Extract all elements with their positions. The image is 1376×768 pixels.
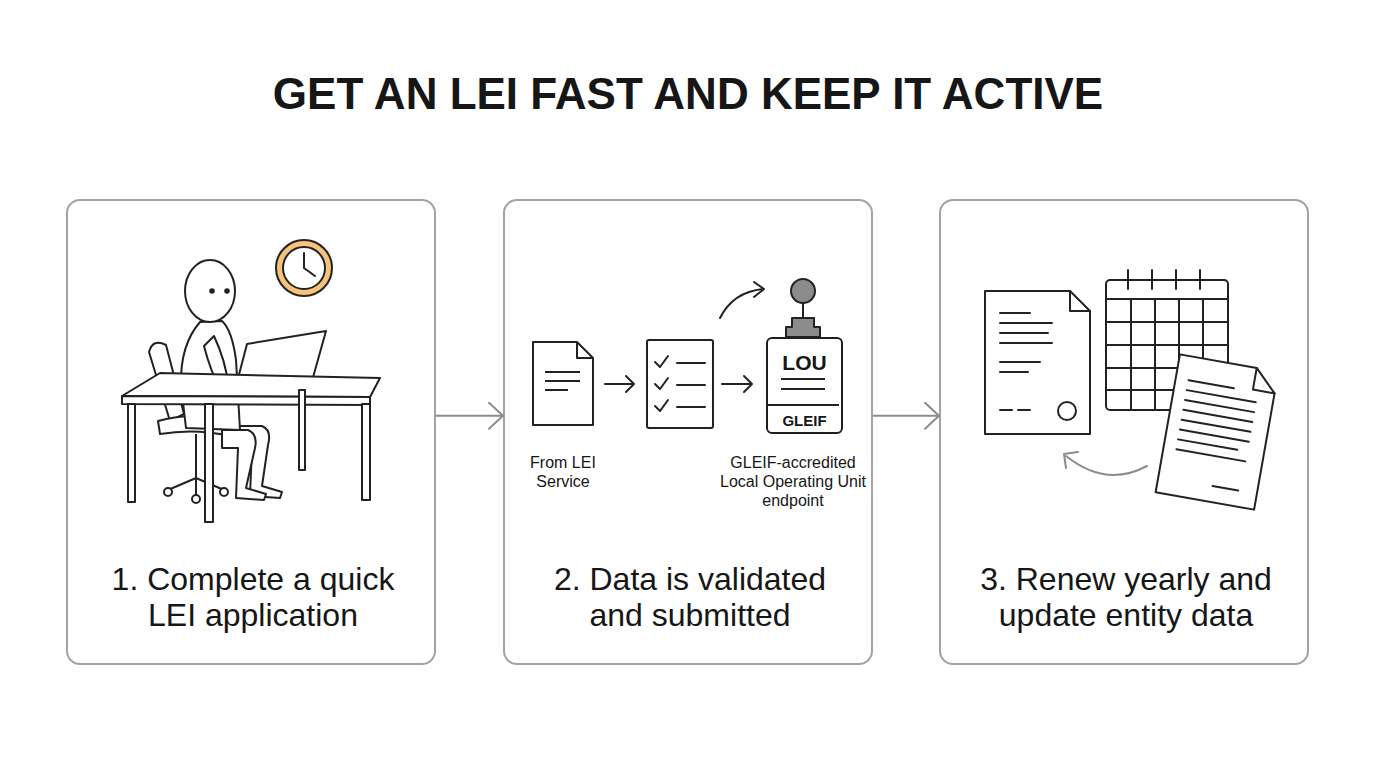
badge-pin (791, 279, 815, 303)
step-caption: 3. Renew yearly and update entity data (966, 561, 1286, 633)
badge-subtext: GLEIF (768, 413, 841, 428)
office-chair (168, 434, 224, 497)
desk (122, 373, 380, 522)
endpoint-label: GLEIF-accredited Local Operating Unit en… (718, 453, 868, 510)
badge-pin (786, 318, 820, 337)
desk (299, 390, 305, 470)
checklist-icon (655, 356, 705, 367)
updated-document (1253, 368, 1278, 393)
office-chair (164, 488, 172, 496)
desk (122, 373, 380, 397)
desk (122, 396, 370, 405)
diagram-title: GET AN LEI FAST AND KEEP IT ACTIVE (0, 68, 1376, 120)
desk (128, 404, 135, 502)
clock-icon (276, 240, 332, 296)
document-icon (545, 372, 580, 390)
clock-icon (283, 247, 325, 289)
calendar-icon (1128, 270, 1200, 289)
person-figure (225, 289, 229, 293)
updated-document (1156, 354, 1279, 509)
step-caption: 2. Data is validated and submitted (530, 561, 850, 633)
certificate-document (985, 291, 1090, 434)
checklist-icon (655, 378, 705, 389)
person-figure (222, 430, 266, 500)
renew-arrow (1064, 452, 1078, 468)
flow-arrow (436, 415, 503, 417)
certificate-document (1058, 402, 1076, 420)
badge-pin (786, 279, 820, 337)
person-figure (185, 260, 235, 322)
updated-document (1156, 354, 1279, 509)
office-chair (220, 488, 228, 496)
step-arrow (722, 376, 752, 392)
curved-arrow (754, 282, 764, 297)
badge-rules (766, 379, 839, 405)
certificate-document (1070, 291, 1090, 311)
badge-pin (802, 302, 804, 318)
source-label: From LEI Service (521, 453, 605, 491)
badge-rules (766, 379, 839, 405)
step-arrow (605, 376, 634, 392)
flow-arrow (873, 415, 939, 417)
lou-badge: LOU GLEIF (766, 337, 843, 434)
curved-arrow (720, 289, 763, 318)
renew-arrow (1064, 452, 1147, 475)
checklist-icon (655, 400, 705, 411)
desk (205, 404, 213, 522)
person-figure (210, 289, 214, 293)
desk (362, 404, 370, 500)
certificate-document (1000, 313, 1052, 410)
updated-document (1171, 380, 1257, 491)
step-panel: 3. Renew yearly and update entity data (939, 199, 1309, 665)
step-caption: 1. Complete a quick LEI application (93, 561, 413, 633)
checklist-icon (647, 340, 713, 428)
step-panel: 1. Complete a quick LEI application (66, 199, 436, 665)
clock-icon (276, 240, 332, 296)
document-icon (577, 342, 593, 358)
certificate-document (985, 291, 1090, 434)
document-icon (533, 342, 593, 425)
clock-icon (304, 253, 315, 276)
office-chair (192, 495, 200, 503)
badge-heading: LOU (768, 352, 841, 373)
document-icon (533, 342, 593, 425)
checklist-icon (647, 340, 713, 428)
renew-arrow (1066, 456, 1147, 475)
curved-arrow (720, 282, 764, 318)
step-panel: 2. Data is validated and submitted LOU GLE… (503, 199, 873, 665)
